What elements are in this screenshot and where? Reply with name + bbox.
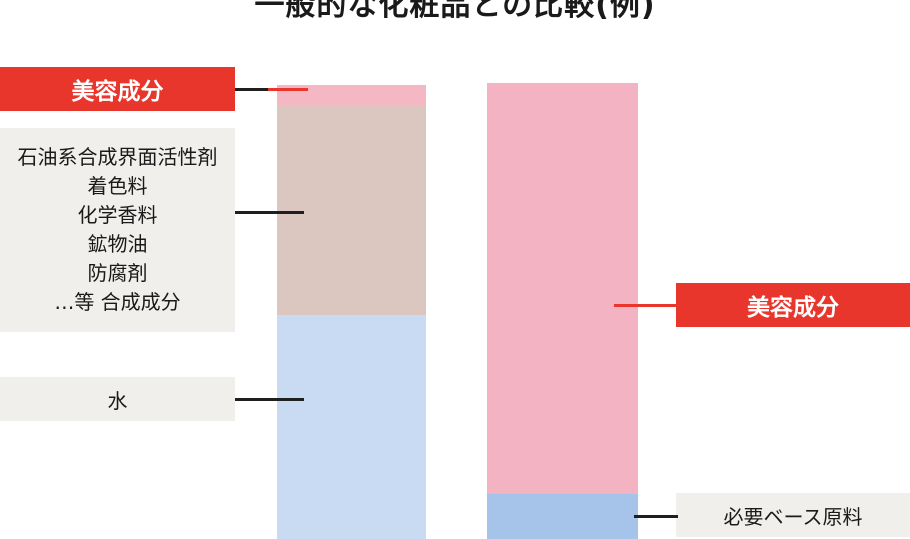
chart-title-text: 一般的な化粧品との比較(例) <box>254 0 656 23</box>
synthetic-ingredients-label: 石油系合成界面活性剤 着色料 化学香料 鉱物油 防腐剤 …等 合成成分 <box>0 128 235 332</box>
beauty-ingredients-label-left-text: 美容成分 <box>71 79 164 105</box>
connector-beauty-left-red <box>268 88 308 91</box>
bar-general-cosmetics <box>277 85 426 539</box>
synthetic-line-mineral-oil: 鉱物油 <box>87 232 148 256</box>
synthetic-line-etc: …等 合成成分 <box>54 290 181 314</box>
synthetic-line-colorant: 着色料 <box>87 174 148 198</box>
synthetic-line-surfactant: 石油系合成界面活性剤 <box>17 145 218 169</box>
segment-beauty-right <box>487 83 638 494</box>
beauty-ingredients-label-right-text: 美容成分 <box>747 295 839 321</box>
segment-water <box>277 314 426 539</box>
segment-beauty-left <box>277 85 426 105</box>
chart-title: 一般的な化粧品との比較(例) <box>0 0 910 26</box>
synthetic-line-preservative: 防腐剤 <box>87 261 148 285</box>
connector-base-materials <box>634 515 678 518</box>
connector-synthetics <box>235 211 304 214</box>
connector-beauty-right-red <box>614 304 678 307</box>
segment-base-materials <box>487 493 638 539</box>
connector-water <box>235 398 304 401</box>
segment-synthetics <box>277 104 426 315</box>
beauty-ingredients-label-right: 美容成分 <box>676 283 910 327</box>
bar-this-product <box>487 83 638 539</box>
base-materials-label: 必要ベース原料 <box>676 493 910 537</box>
water-label: 水 <box>0 377 235 421</box>
base-materials-label-text: 必要ベース原料 <box>723 504 863 529</box>
beauty-ingredients-label-left: 美容成分 <box>0 67 235 111</box>
connector-beauty-left-dark <box>235 88 275 91</box>
synthetic-line-fragrance: 化学香料 <box>77 203 158 227</box>
water-label-text: 水 <box>107 388 128 413</box>
